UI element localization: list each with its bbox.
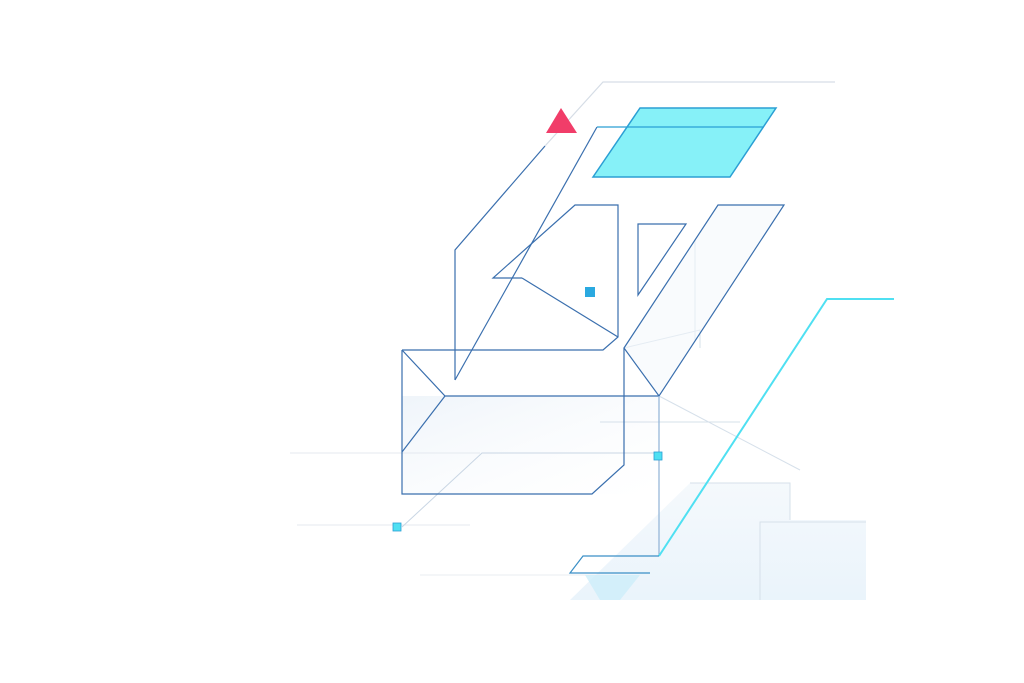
left-outline: [454, 145, 546, 380]
box-flap-diagonal: [401, 395, 446, 453]
faint-step-outline: [690, 482, 791, 520]
inner-frame: [402, 204, 619, 351]
small-triangle-outline: [637, 223, 688, 297]
cyan-base-line: [568, 555, 659, 574]
right-parallelogram: [623, 204, 786, 398]
faint-floor-outline: [401, 452, 659, 528]
cyan-accent-line: [658, 298, 894, 557]
red-triangle-icon: [546, 108, 577, 133]
faint-box-front: [402, 396, 659, 494]
diagonal-outline: [454, 126, 598, 381]
cyan-square-marker: [653, 451, 663, 461]
cyan-parallelogram: [591, 107, 778, 178]
blue-square-marker: [585, 287, 595, 297]
box-outline: [401, 348, 625, 495]
box-flap: [401, 349, 659, 397]
cyan-square-marker: [392, 522, 402, 532]
cyan-floor-shard: [585, 575, 640, 600]
faint-diagonal-line: [658, 395, 801, 471]
faint-floor-panel: [570, 483, 866, 600]
faint-step-outline: [759, 521, 866, 600]
inner-frame-diagonal: [521, 277, 619, 338]
